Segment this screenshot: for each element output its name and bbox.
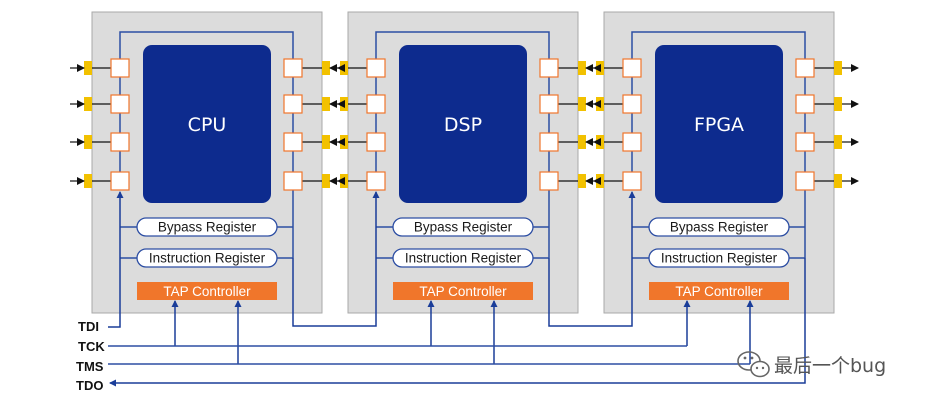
dsp-boundary-cell	[539, 132, 559, 152]
dsp-instruction-register	[392, 248, 534, 268]
cpu-pad	[84, 135, 92, 149]
cpu-boundary-cell	[110, 58, 130, 78]
dsp-pad	[578, 61, 586, 75]
cpu-scan-top	[119, 31, 294, 60]
dsp-boundary-cell	[539, 94, 559, 114]
fpga-pad	[596, 135, 604, 149]
dsp-bypass-register	[392, 217, 534, 237]
fpga-pad	[834, 135, 842, 149]
fpga-boundary-cell	[795, 132, 815, 152]
dsp-chip-label: DSP	[444, 114, 482, 136]
cpu-pad	[322, 97, 330, 111]
wechat-icon	[737, 351, 770, 378]
fpga-pad	[834, 174, 842, 188]
fpga-boundary-cell	[795, 171, 815, 191]
chain-link-cpu-dsp	[292, 191, 380, 327]
tms-label: TMS	[76, 359, 104, 374]
cpu-pad	[322, 61, 330, 75]
fpga-bypass-register	[648, 217, 790, 237]
fpga-boundary-cell	[622, 58, 642, 78]
cpu-boundary-cell	[283, 132, 303, 152]
cpu-boundary-cell	[283, 171, 303, 191]
cpu-tap-controller-label: TAP Controller	[163, 284, 251, 299]
tck-label: TCK	[78, 339, 105, 354]
dsp-chip	[399, 45, 527, 203]
fpga-pad	[596, 61, 604, 75]
dsp-pad	[340, 135, 348, 149]
cpu-boundary-cell	[110, 132, 130, 152]
dsp-boundary-cell	[366, 171, 386, 191]
cpu-instruction-register	[136, 248, 278, 268]
cpu-boundary-cell	[110, 171, 130, 191]
fpga-tap-controller	[649, 282, 789, 300]
dsp-pad	[578, 135, 586, 149]
dsp-scan-top	[375, 31, 550, 60]
fpga-chip	[655, 45, 783, 203]
tdo-line	[109, 258, 806, 387]
fpga-boundary-cell	[622, 94, 642, 114]
fpga-scan-top	[631, 31, 806, 60]
fpga-chip-label: FPGA	[694, 114, 744, 136]
dsp-boundary-cell	[539, 171, 559, 191]
dsp-pad	[340, 97, 348, 111]
cpu-pad	[84, 174, 92, 188]
dsp-pad	[578, 174, 586, 188]
fpga-instruction-register	[648, 248, 790, 268]
dsp-boundary-cell	[539, 58, 559, 78]
fpga-tap-controller-label: TAP Controller	[675, 284, 763, 299]
cpu-pad	[84, 97, 92, 111]
cpu-pad	[322, 174, 330, 188]
cpu-chip-label: CPU	[188, 114, 227, 136]
dsp-boundary-cell	[366, 94, 386, 114]
fpga-instruction-register-label: Instruction Register	[661, 251, 778, 266]
fpga-pad	[834, 97, 842, 111]
dsp-tap-controller-label: TAP Controller	[419, 284, 507, 299]
tdo-label: TDO	[76, 378, 103, 393]
cpu-boundary-cell	[110, 94, 130, 114]
dsp-pad	[340, 174, 348, 188]
fpga-pad	[596, 97, 604, 111]
watermark: 最后一个bug	[737, 351, 886, 378]
cpu-tap-controller	[137, 282, 277, 300]
tdi-line	[108, 191, 124, 328]
cpu-pad	[322, 135, 330, 149]
watermark-text: 最后一个bug	[774, 355, 886, 377]
dsp-pad	[340, 61, 348, 75]
fpga-boundary-cell	[795, 94, 815, 114]
cpu-chip	[143, 45, 271, 203]
fpga-pad	[834, 61, 842, 75]
cpu-boundary-cell	[283, 58, 303, 78]
fpga-bypass-register-label: Bypass Register	[670, 220, 769, 235]
fpga-pad	[596, 174, 604, 188]
dsp-bypass-register-label: Bypass Register	[414, 220, 513, 235]
dsp-tap-controller	[393, 282, 533, 300]
dsp-boundary-cell	[366, 132, 386, 152]
fpga-boundary-cell	[795, 58, 815, 78]
cpu-bypass-register	[136, 217, 278, 237]
cpu-instruction-register-label: Instruction Register	[149, 251, 266, 266]
dsp-pad	[578, 97, 586, 111]
tdi-label: TDI	[78, 319, 99, 334]
fpga-boundary-cell	[622, 132, 642, 152]
chain-link-dsp-fpga	[548, 191, 636, 327]
fpga-boundary-cell	[622, 171, 642, 191]
cpu-pad	[84, 61, 92, 75]
cpu-boundary-cell	[283, 94, 303, 114]
cpu-bypass-register-label: Bypass Register	[158, 220, 257, 235]
dsp-boundary-cell	[366, 58, 386, 78]
dsp-instruction-register-label: Instruction Register	[405, 251, 522, 266]
